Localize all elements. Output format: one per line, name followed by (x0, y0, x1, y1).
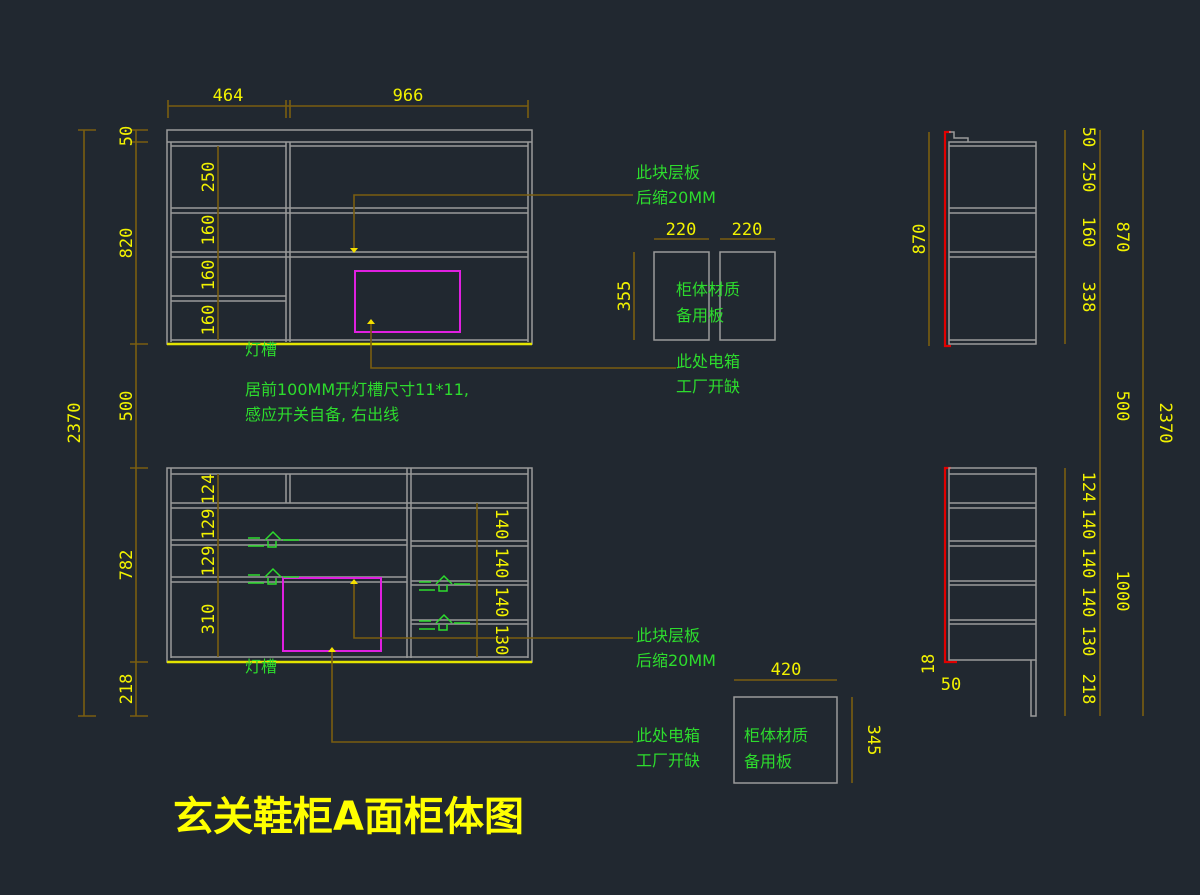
spare-panel-lower: 420 345 柜体材质 备用板 (733, 660, 883, 784)
dim-820: 820 (117, 228, 137, 259)
spare-panel-label-line2: 备用板 (676, 306, 724, 325)
dim-1000: 1000 (1112, 571, 1132, 612)
front-dimensions: 464 966 2370 50 820 500 782 218 250 160 … (65, 86, 529, 717)
dim-140: 140 (1078, 587, 1098, 618)
dim-355: 355 (615, 281, 635, 312)
side-lower-outline (948, 467, 1037, 661)
top-notch (949, 131, 969, 142)
dim-250: 250 (1078, 162, 1098, 193)
side-upper-outline (948, 141, 1037, 345)
dim-420: 420 (771, 660, 802, 680)
dim-218: 218 (1078, 674, 1098, 705)
kick-leg (1030, 660, 1037, 717)
spare-panel (653, 251, 710, 341)
socket-icon (248, 530, 470, 631)
dim-140: 140 (1078, 509, 1098, 540)
electrical-box-cutout (282, 577, 382, 652)
electrical-box-cutout (354, 270, 461, 333)
dim-464: 464 (213, 86, 244, 106)
dim-50: 50 (1078, 127, 1098, 147)
dim-160: 160 (199, 260, 219, 291)
dim-129: 129 (199, 509, 219, 540)
dim-50: 50 (941, 675, 961, 695)
dim-782: 782 (117, 550, 137, 581)
dim-129: 129 (199, 546, 219, 577)
dim-500: 500 (117, 391, 137, 422)
dim-160: 160 (1078, 217, 1098, 248)
shelf-note-line2: 后缩20MM (636, 188, 716, 207)
dim-338: 338 (1078, 282, 1098, 313)
dim-220: 220 (666, 220, 697, 240)
front-notes: 灯槽 居前100MM开灯槽尺寸11*11, 感应开关自备, 右出线 灯槽 此块层… (245, 163, 740, 770)
light-slot-note-line2: 感应开关自备, 右出线 (245, 405, 399, 424)
light-slot-label: 灯槽 (245, 340, 277, 359)
lower-cabinet-front (166, 467, 533, 664)
ebox-note-line1: 此处电箱 (676, 352, 740, 371)
spare-panel-label-line1: 柜体材质 (744, 726, 808, 745)
dim-140: 140 (491, 587, 511, 618)
dim-500: 500 (1112, 391, 1132, 422)
spare-panel (733, 696, 838, 784)
dim-50: 50 (117, 126, 137, 146)
arrow-heads (328, 248, 375, 652)
dim-18: 18 (919, 654, 939, 674)
dim-2370: 2370 (65, 403, 85, 444)
dim-966: 966 (393, 86, 424, 106)
ebox-note-line2: 工厂开缺 (636, 751, 700, 770)
spare-panel (719, 251, 776, 341)
shelf-note-line1: 此块层板 (636, 626, 700, 645)
dim-140: 140 (491, 509, 511, 540)
dim-140: 140 (1078, 548, 1098, 579)
ebox-note-line1: 此处电箱 (636, 726, 700, 745)
back-panel-lower (943, 466, 957, 664)
dim-124: 124 (199, 474, 219, 505)
shelf-note-line2: 后缩20MM (636, 651, 716, 670)
dim-130: 130 (1078, 626, 1098, 657)
dim-220: 220 (732, 220, 763, 240)
leader-lines (328, 194, 676, 743)
dim-130: 130 (491, 625, 511, 656)
light-slot-note-line1: 居前100MM开灯槽尺寸11*11, (245, 380, 469, 399)
dim-345: 345 (863, 725, 883, 756)
upper-cabinet-outline (166, 129, 533, 345)
drawing-title: 玄关鞋柜A面柜体图 (173, 794, 524, 840)
dim-310: 310 (199, 604, 219, 635)
light-slot-label: 灯槽 (245, 657, 277, 676)
shelf-note-leader-lower (353, 582, 633, 639)
dim-870: 870 (1112, 222, 1132, 253)
dim-160: 160 (199, 215, 219, 246)
ebox-note-leader-lower (331, 650, 633, 743)
dim-140: 140 (491, 548, 511, 579)
side-view: 870 50 250 160 338 124 140 140 140 130 2… (910, 127, 1175, 717)
ebox-note-line2: 工厂开缺 (676, 377, 740, 396)
dim-2370: 2370 (1155, 403, 1175, 444)
dim-160: 160 (199, 305, 219, 336)
spare-panel-label-line2: 备用板 (744, 752, 792, 771)
shelf-note-leader-upper (353, 194, 633, 250)
ebox-note-leader-upper (370, 322, 676, 369)
back-panel-upper (943, 130, 951, 348)
spare-panel-label-line1: 柜体材质 (676, 280, 740, 299)
dim-124: 124 (1078, 472, 1098, 503)
shelf-note-line1: 此块层板 (636, 163, 700, 182)
spare-panels-upper: 220 220 355 柜体材质 备用板 (615, 220, 776, 341)
dim-250: 250 (199, 162, 219, 193)
dim-218: 218 (117, 674, 137, 705)
dim-870: 870 (910, 224, 930, 255)
upper-cabinet-front (166, 129, 533, 346)
